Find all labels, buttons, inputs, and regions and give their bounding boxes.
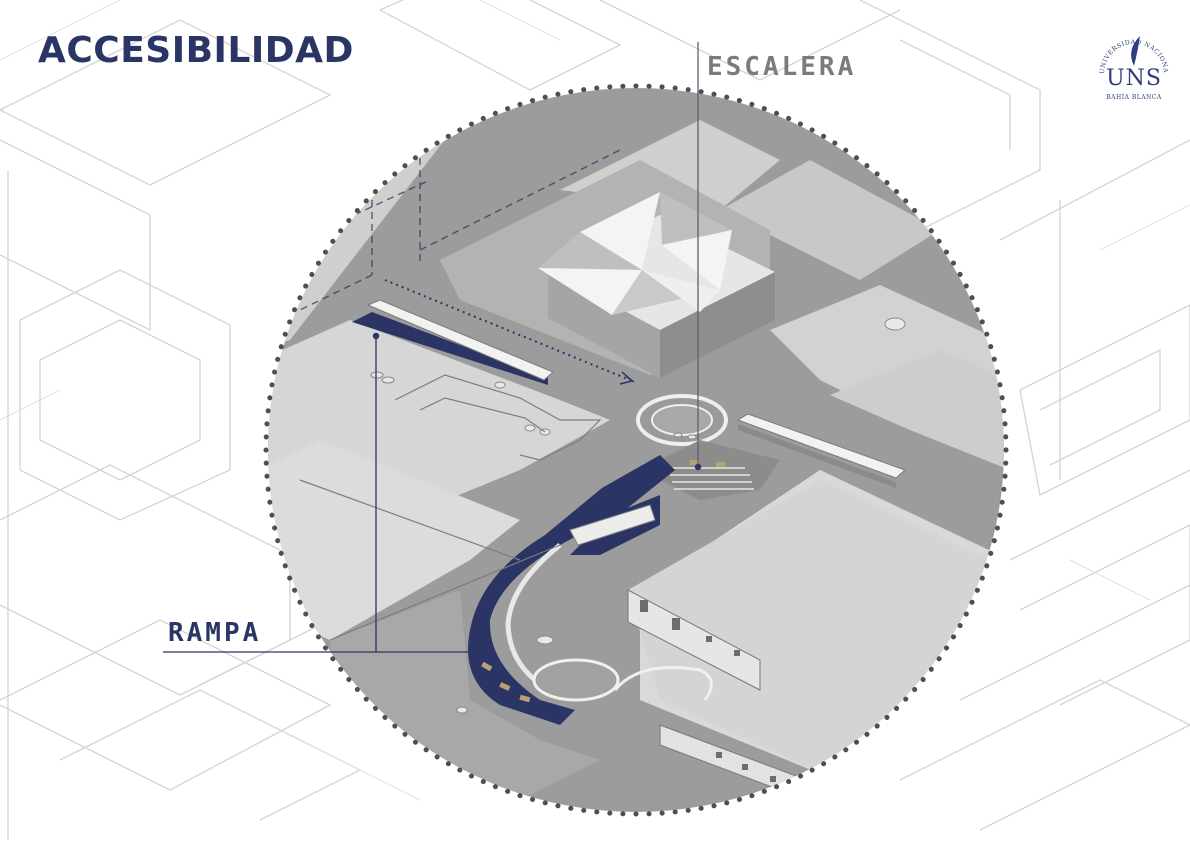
ramp-wall-north xyxy=(352,312,548,385)
ramp-callout-label: RAMPA xyxy=(168,618,262,648)
pavilion-slab-north xyxy=(366,299,554,381)
ramp-main xyxy=(468,455,675,725)
ramp-landing xyxy=(569,504,656,546)
lower-plaza-ring xyxy=(532,658,620,702)
roundabout-inner xyxy=(651,404,713,436)
lawn-east-low xyxy=(830,350,1004,470)
ramp-inner-curb xyxy=(505,543,562,693)
roof-light-4 xyxy=(642,270,720,312)
curved-wall xyxy=(613,666,713,701)
university-logo: UNIVERSIDAD NACIONAL DEL SUR UNS BAHÍA B… xyxy=(1096,22,1172,112)
roof-dark-2 xyxy=(538,232,642,270)
page-title: ACCESIBILIDAD xyxy=(38,30,354,71)
stair-block xyxy=(640,440,780,500)
roof-light-1 xyxy=(580,192,660,270)
stair-leader-dot xyxy=(694,463,702,471)
logo-seal: UNIVERSIDAD NACIONAL DEL SUR xyxy=(1096,22,1168,74)
accessible-route-arrow xyxy=(384,279,631,381)
roof-dark-3 xyxy=(612,270,720,315)
building-wall-right xyxy=(660,272,775,378)
lawn-south-west xyxy=(268,440,520,640)
dotted-focus-circle xyxy=(263,83,1009,817)
feather-icon xyxy=(1131,36,1140,66)
ramp-leader-dot xyxy=(372,332,380,340)
building-wall-left xyxy=(548,270,660,378)
stair-callout-label: ESCALERA xyxy=(707,52,857,82)
roof-light-3 xyxy=(538,268,642,315)
pavilion-wall-east xyxy=(738,424,896,488)
roof-dark-1 xyxy=(660,192,732,245)
building-south-east-wall xyxy=(627,589,761,691)
logo-subtitle: BAHÍA BLANCA xyxy=(1106,94,1162,101)
logo-name: UNS xyxy=(1106,66,1162,91)
lawn-east-top xyxy=(720,160,940,280)
pavilion-slab-east xyxy=(736,413,906,479)
roof-light-2 xyxy=(662,230,732,290)
lawn-north-west xyxy=(268,110,460,350)
